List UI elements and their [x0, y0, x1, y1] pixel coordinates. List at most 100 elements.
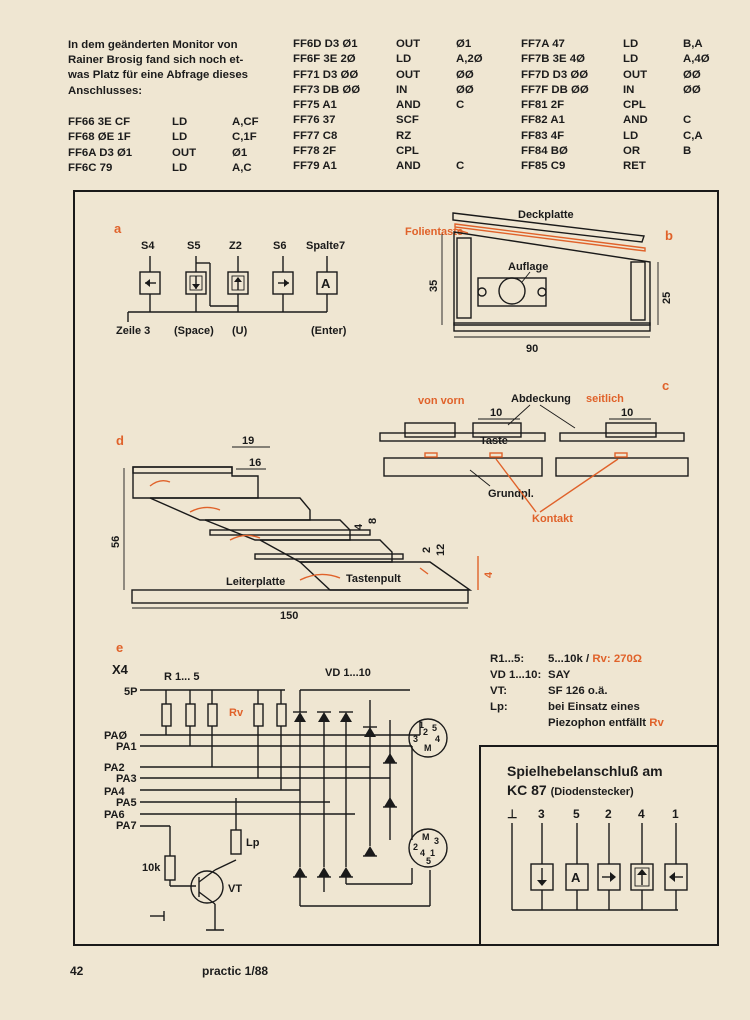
code-operand: C — [683, 114, 692, 127]
label-s5: S5 — [187, 240, 200, 252]
pin-label-2: 2 — [605, 807, 612, 821]
code-operand: B,A — [683, 38, 703, 50]
code-operand: C,A — [683, 129, 703, 142]
code-operand: C — [456, 160, 465, 173]
label-enter: (Enter) — [311, 325, 347, 337]
dim-4b: 4 — [483, 571, 495, 578]
code-operand: Ø1 — [232, 146, 248, 159]
diagram-e-letter: e — [116, 640, 123, 655]
diagram-b-letter: b — [665, 228, 673, 243]
code-line: FF79 A1 AND C — [293, 160, 483, 175]
arrow-left-icon — [664, 863, 688, 891]
dim-56: 56 — [110, 536, 122, 548]
dim-2: 2 — [421, 547, 433, 553]
dim-8: 8 — [367, 518, 379, 524]
svg-text:3: 3 — [434, 836, 439, 846]
parts-row-r: R1...5:5...10k / Rv: 270Ω — [490, 653, 642, 665]
label-pa6: PA6 — [104, 809, 125, 821]
key-a-label: A — [321, 276, 331, 291]
code-operand: A,4Ø — [683, 53, 710, 66]
code-operand: B — [683, 145, 692, 158]
svg-text:3: 3 — [413, 734, 418, 744]
svg-text:1: 1 — [430, 848, 435, 858]
parts-row-vt: VT:SF 126 o.ä. — [490, 685, 608, 697]
code-address: FF84 BØ — [521, 145, 568, 158]
diagram-b-cross-section: b Deckplatte Folientaste Auflage 35 25 9… — [405, 209, 673, 355]
svg-text:2: 2 — [413, 842, 418, 852]
code-mnemonic: RET — [623, 160, 646, 173]
code-address: FF79 A1 — [293, 160, 337, 173]
label-lp: Lp — [246, 837, 260, 849]
parts-row-vd: VD 1...10:SAY — [490, 669, 571, 681]
letter-a-icon: A — [565, 863, 589, 891]
label-pa3: PA3 — [116, 773, 137, 785]
label-abdeckung: Abdeckung — [511, 393, 571, 405]
label-rv: Rv — [229, 707, 244, 719]
code-operand: C — [456, 99, 465, 112]
code-mnemonic: AND — [623, 114, 648, 127]
dim-25: 25 — [661, 292, 673, 304]
code-mnemonic: OUT — [623, 68, 648, 81]
label-tastenpult: Tastenpult — [346, 573, 401, 585]
joystick-pinout: A — [511, 823, 688, 911]
code-mnemonic: LD — [172, 131, 188, 144]
label-spalte7: Spalte7 — [306, 240, 345, 252]
svg-text:5: 5 — [426, 856, 431, 866]
label-deckplatte: Deckplatte — [518, 209, 574, 221]
parts-list: R1...5:5...10k / Rv: 270Ω VD 1...10:SAY … — [490, 653, 664, 733]
label-pa2: PA2 — [104, 762, 125, 774]
parts-row-lp-2: Piezophon entfällt Rv — [548, 717, 664, 729]
intro-paragraph: In dem geänderten Monitor von Rainer Bro… — [68, 39, 248, 97]
code-mnemonic: LD — [623, 38, 639, 50]
code-address: FF85 C9 — [521, 160, 566, 173]
dim-10-right: 10 — [621, 407, 633, 419]
code-operand: ØØ — [683, 68, 701, 81]
dim-4: 4 — [353, 523, 365, 530]
pin-label-gnd: ⊥ — [507, 807, 517, 821]
diagram-d-side-section: d 19 16 56 4 8 2 12 4 Leiterplatte Taste… — [110, 433, 495, 622]
code-mnemonic: OUT — [396, 68, 421, 81]
label-pa5: PA5 — [116, 797, 137, 809]
dim-10-left: 10 — [490, 407, 502, 419]
label-r1-5: R 1... 5 — [164, 671, 199, 683]
label-auflage: Auflage — [508, 261, 548, 273]
svg-text:5: 5 — [432, 723, 437, 733]
code-operand: C,1F — [232, 131, 257, 144]
code-mnemonic: SCF — [396, 114, 419, 127]
label-leiterplatte: Leiterplatte — [226, 576, 285, 588]
label-pa4: PA4 — [104, 786, 125, 798]
code-address: FF75 A1 — [293, 99, 337, 112]
page-number: 42 — [70, 964, 84, 978]
arrow-up-icon — [630, 863, 654, 891]
label-seitlich: seitlich — [586, 393, 624, 405]
diagram-c-key-variants: c von vorn Abdeckung seitlich 10 10 Tast… — [379, 378, 689, 525]
diagram-c-letter: c — [662, 378, 669, 393]
code-operand: A,C — [232, 161, 252, 174]
svg-text:A: A — [571, 870, 581, 885]
dim-12: 12 — [435, 544, 447, 556]
svg-text:1: 1 — [419, 720, 424, 730]
code-address: FF66 3E CF — [68, 116, 131, 128]
code-mnemonic: OUT — [172, 146, 197, 159]
code-mnemonic: IN — [396, 83, 408, 96]
pin-label-4: 4 — [638, 807, 645, 821]
dim-16: 16 — [249, 457, 261, 469]
code-mnemonic: OR — [623, 145, 641, 158]
svg-text:4: 4 — [420, 848, 425, 858]
code-mnemonic: AND — [396, 160, 421, 173]
code-address: FF73 DB ØØ — [293, 83, 361, 96]
code-address: FF83 4F — [521, 129, 565, 142]
code-mnemonic: LD — [172, 161, 188, 174]
joystick-box-title: Spielhebelanschluß am — [507, 763, 663, 779]
label-u: (U) — [232, 325, 248, 337]
label-von-vorn: von vorn — [418, 395, 465, 407]
